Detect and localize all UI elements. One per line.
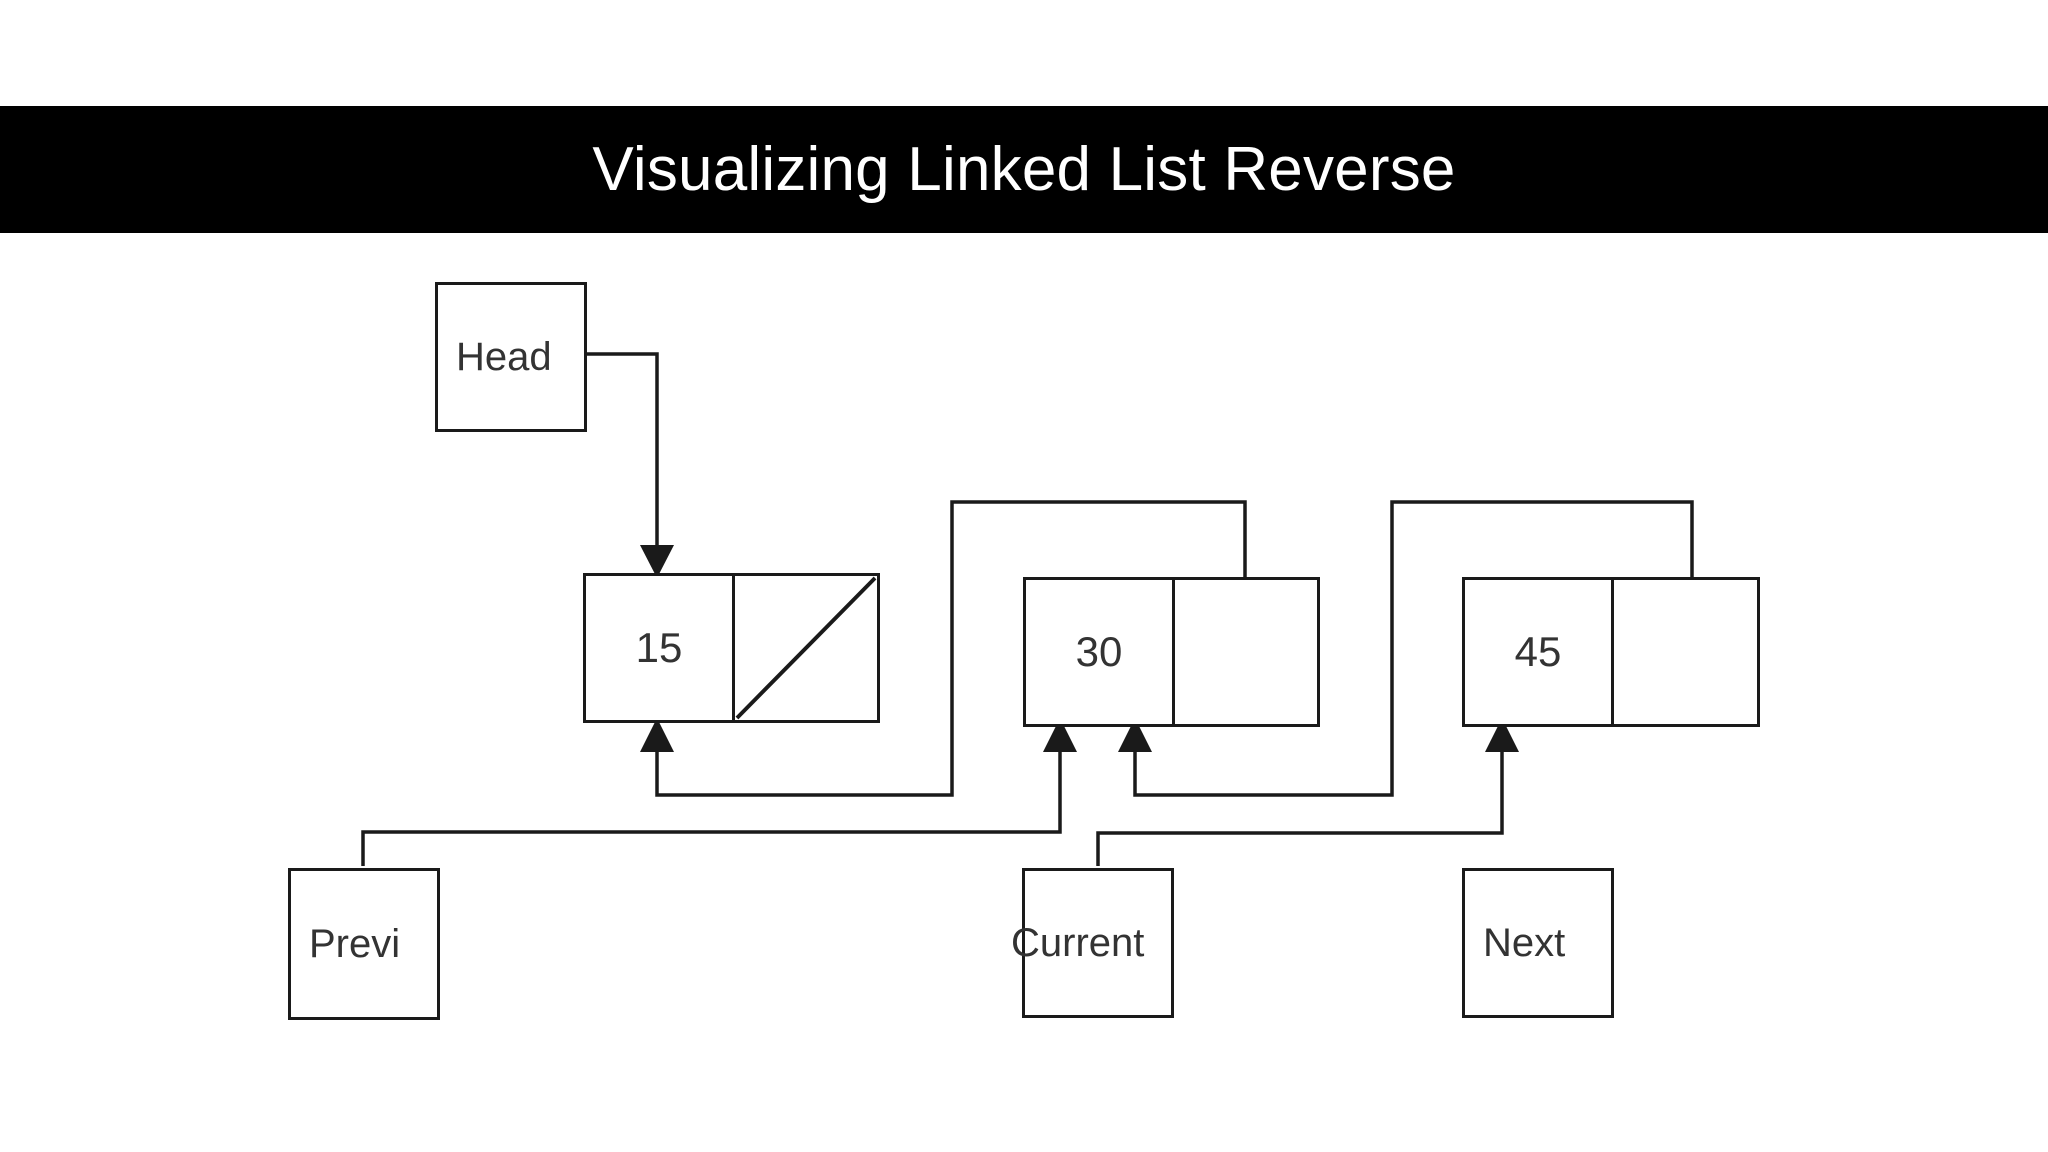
list-node-15-value: 15 [586, 576, 735, 720]
list-node-15-next-cell [735, 576, 877, 720]
list-node-30-next-cell [1175, 580, 1317, 724]
list-node-30-value: 30 [1026, 580, 1175, 724]
title-bar: Visualizing Linked List Reverse [0, 106, 2048, 233]
null-pointer-slash-icon [735, 576, 877, 720]
list-node-45-next-cell [1614, 580, 1757, 724]
list-node-45-value: 45 [1465, 580, 1614, 724]
pointer-box-previ-label: Previ [309, 921, 401, 966]
pointer-box-head-label: Head [456, 334, 552, 379]
list-node-45[interactable]: 45 [1462, 577, 1760, 727]
pointer-box-next-label: Next [1483, 920, 1566, 965]
list-node-15[interactable]: 15 [583, 573, 880, 723]
pointer-box-next[interactable]: Next [1462, 868, 1614, 1018]
edge-current-to-node45 [1096, 718, 1519, 866]
edge-previ-to-node30 [361, 718, 1077, 866]
edge-head-to-node15 [585, 352, 674, 578]
page-title: Visualizing Linked List Reverse [592, 134, 1456, 204]
pointer-box-current-label: Current [1011, 920, 1145, 965]
pointer-box-head[interactable]: Head [435, 282, 587, 432]
list-node-30[interactable]: 30 [1023, 577, 1320, 727]
pointer-box-current[interactable]: Current [1011, 868, 1174, 1018]
pointer-box-previ[interactable]: Previ [288, 868, 440, 1020]
